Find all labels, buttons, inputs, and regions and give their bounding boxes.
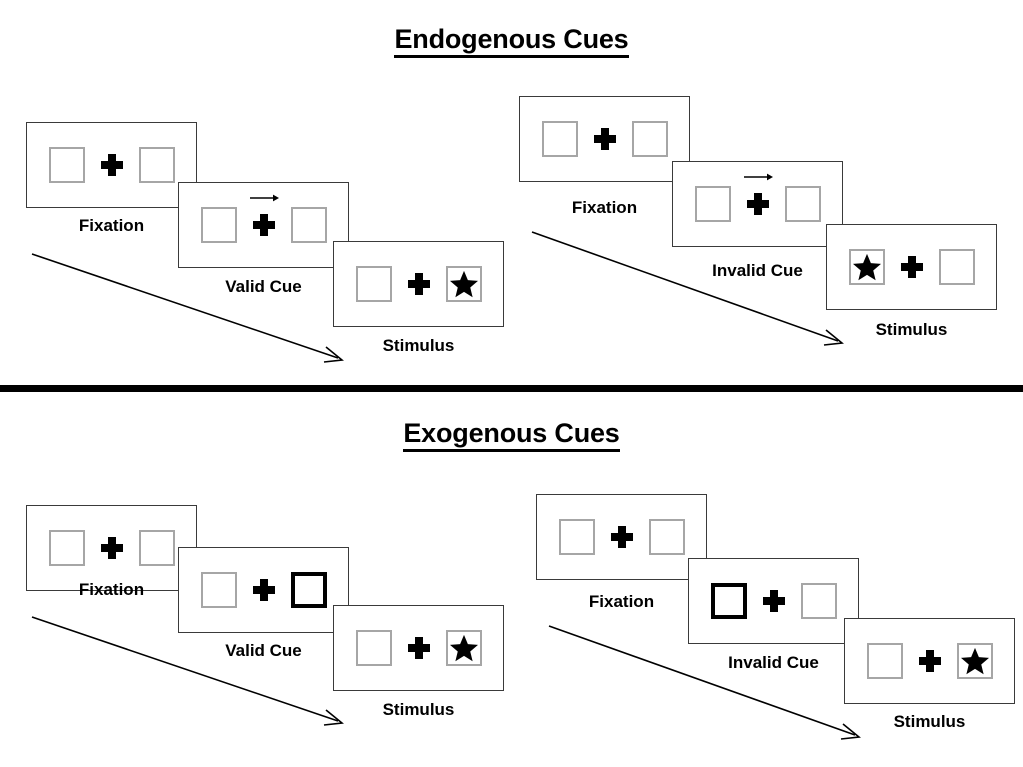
- section-title-exogenous-text: Exogenous Cues: [403, 418, 620, 452]
- stimulus-box-left: [558, 519, 595, 555]
- stimulus-box-left: [694, 186, 731, 222]
- panel-label-endogenous-invalid-cue: Invalid Cue: [712, 261, 803, 280]
- panel-label-endogenous-valid-fixation: Fixation: [78, 216, 145, 235]
- panel-endogenous-valid-cue: [178, 182, 349, 268]
- fixation-cross-icon: [252, 579, 275, 601]
- panel-label-endogenous-invalid-fixation: Fixation: [571, 198, 638, 217]
- fixation-cross-icon: [252, 214, 275, 236]
- section-divider: [0, 385, 1023, 392]
- stimulus-box-left: [355, 630, 392, 666]
- panel-exogenous-valid-fixation: [26, 505, 197, 591]
- flow-arrow-exogenous-valid: [31, 616, 344, 726]
- panel-endogenous-valid-fixation: [26, 122, 197, 208]
- stimulus-box-right: [138, 530, 175, 566]
- stimulus-box-left: [866, 643, 903, 679]
- fixation-cross-wrap: [406, 266, 432, 302]
- stimulus-box-right: [648, 519, 685, 555]
- stimulus-box-right: [445, 266, 482, 302]
- star-icon: [449, 270, 478, 298]
- flow-arrow-endogenous-valid: [31, 253, 344, 363]
- stimulus-box-left: [200, 207, 237, 243]
- panel-exogenous-invalid-cue: [688, 558, 859, 644]
- fixation-cross-icon: [918, 650, 941, 672]
- flow-arrow-endogenous-invalid: [531, 231, 844, 346]
- stimulus-box-left: [48, 147, 85, 183]
- panel-label-exogenous-valid-stimulus: Stimulus: [382, 700, 455, 719]
- stimulus-box-right: [956, 643, 993, 679]
- panel-label-endogenous-invalid-stimulus: Stimulus: [875, 320, 948, 339]
- star-icon: [960, 647, 989, 675]
- panel-exogenous-valid-cue: [178, 547, 349, 633]
- fixation-cross-icon: [610, 526, 633, 548]
- panel-label-endogenous-valid-cue: Valid Cue: [225, 277, 302, 296]
- star-icon: [852, 253, 881, 281]
- fixation-cross-icon: [407, 273, 430, 295]
- fixation-cross-wrap: [743, 173, 773, 222]
- flow-arrow-exogenous-invalid: [548, 625, 861, 740]
- stimulus-box-right: [938, 249, 975, 285]
- fixation-cross-icon: [762, 590, 785, 612]
- fixation-cross-wrap: [406, 630, 432, 666]
- stimulus-box-right: [800, 583, 837, 619]
- fixation-cross-wrap: [592, 121, 618, 157]
- stimulus-box-left: [48, 530, 85, 566]
- fixation-cross-wrap: [917, 643, 943, 679]
- stimulus-box-right: [138, 147, 175, 183]
- stimulus-box-left-cued: [710, 583, 747, 619]
- panel-label-exogenous-valid-fixation: Fixation: [78, 580, 145, 599]
- arrow-right-cue-icon: [743, 173, 773, 181]
- stimulus-box-left: [848, 249, 885, 285]
- stimulus-box-left: [355, 266, 392, 302]
- stimulus-box-left: [200, 572, 237, 608]
- panel-endogenous-invalid-fixation: [519, 96, 690, 182]
- star-icon: [449, 634, 478, 662]
- section-title-endogenous-text: Endogenous Cues: [394, 24, 629, 58]
- panel-exogenous-valid-stimulus: [333, 605, 504, 691]
- panel-exogenous-invalid-fixation: [536, 494, 707, 580]
- fixation-cross-icon: [100, 537, 123, 559]
- fixation-cross-icon: [100, 154, 123, 176]
- fixation-cross-icon: [407, 637, 430, 659]
- stimulus-box-right: [784, 186, 821, 222]
- fixation-cross-icon: [593, 128, 616, 150]
- panel-label-exogenous-invalid-fixation: Fixation: [588, 592, 655, 611]
- fixation-cross-wrap: [899, 249, 925, 285]
- stimulus-box-right-cued: [290, 572, 327, 608]
- fixation-cross-wrap: [99, 530, 125, 566]
- fixation-cross-wrap: [249, 194, 279, 243]
- stimulus-box-right: [445, 630, 482, 666]
- panel-label-exogenous-invalid-stimulus: Stimulus: [893, 712, 966, 731]
- fixation-cross-wrap: [251, 572, 277, 608]
- panel-label-exogenous-invalid-cue: Invalid Cue: [728, 653, 819, 672]
- panel-exogenous-invalid-stimulus: [844, 618, 1015, 704]
- stimulus-box-right: [631, 121, 668, 157]
- panel-endogenous-invalid-stimulus: [826, 224, 997, 310]
- panel-endogenous-valid-stimulus: [333, 241, 504, 327]
- section-title-endogenous: Endogenous Cues: [0, 24, 1023, 58]
- fixation-cross-icon: [900, 256, 923, 278]
- fixation-cross-icon: [746, 193, 769, 215]
- panel-label-endogenous-valid-stimulus: Stimulus: [382, 336, 455, 355]
- panel-label-exogenous-valid-cue: Valid Cue: [225, 641, 302, 660]
- arrow-right-cue-icon: [249, 194, 279, 202]
- fixation-cross-wrap: [609, 519, 635, 555]
- stimulus-box-right: [290, 207, 327, 243]
- section-title-exogenous: Exogenous Cues: [0, 418, 1023, 452]
- panel-endogenous-invalid-cue: [672, 161, 843, 247]
- fixation-cross-wrap: [761, 583, 787, 619]
- fixation-cross-wrap: [99, 147, 125, 183]
- stimulus-box-left: [541, 121, 578, 157]
